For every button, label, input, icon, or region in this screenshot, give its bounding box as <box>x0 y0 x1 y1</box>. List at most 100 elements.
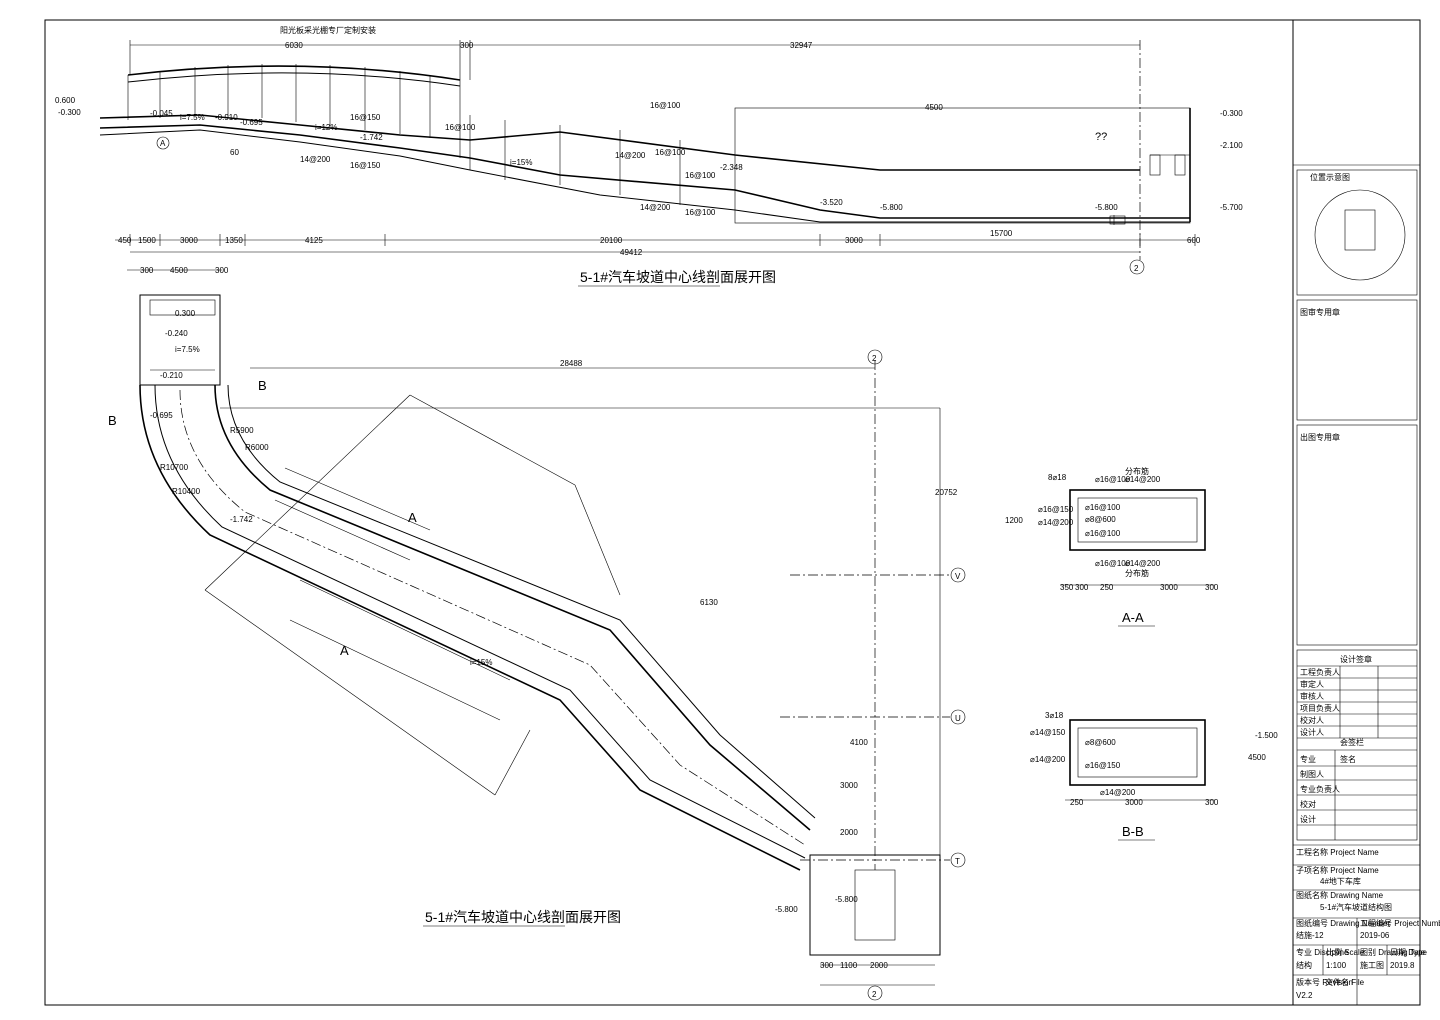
svg-text:R5900: R5900 <box>230 426 254 435</box>
svg-text:V2.2: V2.2 <box>1296 991 1313 1000</box>
svg-text:20752: 20752 <box>935 488 958 497</box>
svg-text:-5.800: -5.800 <box>775 905 798 914</box>
svg-text:16@100: 16@100 <box>650 101 681 110</box>
svg-text:设计人: 设计人 <box>1300 727 1324 737</box>
svg-text:-5.700: -5.700 <box>1220 203 1243 212</box>
svg-text:8⌀18: 8⌀18 <box>1048 473 1067 482</box>
svg-text:-1.742: -1.742 <box>360 133 383 142</box>
svg-text:28488: 28488 <box>560 359 583 368</box>
svg-text:结施-12: 结施-12 <box>1296 930 1324 940</box>
svg-text:工程负责人: 工程负责人 <box>1300 667 1340 677</box>
svg-text:审核人: 审核人 <box>1300 691 1324 701</box>
svg-text:文件名 File: 文件名 File <box>1325 977 1365 987</box>
svg-text:设计签章: 设计签章 <box>1340 654 1372 664</box>
svg-text:16@100: 16@100 <box>655 148 686 157</box>
svg-text:14@200: 14@200 <box>615 151 646 160</box>
section-bb: 3⌀18 ⌀14@150 ⌀8@600 ⌀14@200 ⌀16@150 ⌀14@… <box>1030 711 1278 841</box>
svg-text:-2.100: -2.100 <box>1220 141 1243 150</box>
svg-text:⌀14@200: ⌀14@200 <box>1030 755 1066 764</box>
svg-text:300: 300 <box>1205 583 1219 592</box>
svg-text:??: ?? <box>1095 131 1107 143</box>
svg-text:B: B <box>108 413 117 428</box>
svg-text:16@150: 16@150 <box>350 113 381 122</box>
svg-text:-0.210: -0.210 <box>160 371 183 380</box>
svg-text:分布筋: 分布筋 <box>1125 466 1149 476</box>
svg-text:250: 250 <box>1100 583 1114 592</box>
svg-text:-0.695: -0.695 <box>240 118 263 127</box>
svg-text:-5.800: -5.800 <box>1095 203 1118 212</box>
svg-text:300: 300 <box>140 266 154 275</box>
svg-text:16@100: 16@100 <box>445 123 476 132</box>
svg-text:32947: 32947 <box>790 41 813 50</box>
svg-text:A: A <box>340 643 349 658</box>
svg-text:图纸编号 Drawing Number: 图纸编号 Drawing Number <box>1296 918 1391 928</box>
svg-text:⌀8@600: ⌀8@600 <box>1085 515 1116 524</box>
svg-text:300: 300 <box>1075 583 1089 592</box>
svg-text:B: B <box>258 378 267 393</box>
svg-text:图别 Drawing Type: 图别 Drawing Type <box>1360 948 1428 957</box>
key-plan-ring <box>1314 189 1406 281</box>
svg-text:⌀14@200: ⌀14@200 <box>1038 518 1074 527</box>
ramp-outer-wall <box>139 384 801 871</box>
svg-text:比例 Scale: 比例 Scale <box>1326 947 1365 957</box>
svg-text:1:100: 1:100 <box>1326 961 1347 970</box>
svg-text:位置示意图: 位置示意图 <box>1310 172 1350 182</box>
svg-text:1500: 1500 <box>138 236 156 245</box>
svg-text:T: T <box>955 857 960 866</box>
svg-text:4500: 4500 <box>1248 753 1266 762</box>
svg-text:5-1#汽车坡道结构图: 5-1#汽车坡道结构图 <box>1320 902 1392 912</box>
section-aa-title: A-A <box>1122 610 1144 625</box>
svg-text:子项名称 Project Name: 子项名称 Project Name <box>1296 865 1379 875</box>
svg-text:4500: 4500 <box>925 103 943 112</box>
svg-text:i=12%: i=12% <box>315 123 337 132</box>
svg-text:R6000: R6000 <box>245 443 269 452</box>
svg-text:⌀14@200: ⌀14@200 <box>1125 559 1161 568</box>
svg-text:350: 350 <box>1060 583 1074 592</box>
svg-text:4#地下车库: 4#地下车库 <box>1320 876 1361 886</box>
svg-text:⌀16@100: ⌀16@100 <box>1085 529 1121 538</box>
svg-text:⌀8@600: ⌀8@600 <box>1085 738 1116 747</box>
svg-text:项目负责人: 项目负责人 <box>1300 703 1340 713</box>
svg-text:施工图: 施工图 <box>1360 960 1384 970</box>
svg-text:签名: 签名 <box>1340 754 1356 764</box>
svg-text:校对: 校对 <box>1300 799 1316 809</box>
svg-text:⌀16@100: ⌀16@100 <box>1095 559 1131 568</box>
svg-text:i=7.5%: i=7.5% <box>180 113 205 122</box>
svg-text:出图专用章: 出图专用章 <box>1300 432 1340 442</box>
svg-text:1350: 1350 <box>225 236 243 245</box>
ramp-plan-view: 300 4500 300 0.300 -0.240 -0.210 -0.695 … <box>108 266 966 1001</box>
svg-text:⌀16@100: ⌀16@100 <box>1095 475 1131 484</box>
svg-text:-0.240: -0.240 <box>165 329 188 338</box>
svg-text:U: U <box>955 714 961 723</box>
svg-text:300: 300 <box>820 961 834 970</box>
svg-text:3000: 3000 <box>1160 583 1178 592</box>
svg-text:6130: 6130 <box>700 598 718 607</box>
plan-section-title: 5-1#汽车坡道中心线剖面展开图 <box>425 909 621 925</box>
svg-text:3000: 3000 <box>840 781 858 790</box>
axis-bubble-2-top <box>1129 259 1145 275</box>
svg-text:i=15%: i=15% <box>510 158 532 167</box>
svg-text:审定人: 审定人 <box>1300 679 1324 689</box>
svg-text:16@100: 16@100 <box>685 171 716 180</box>
svg-text:600: 600 <box>1187 236 1201 245</box>
svg-text:⌀14@200: ⌀14@200 <box>1125 475 1161 484</box>
svg-text:校对人: 校对人 <box>1300 715 1324 725</box>
svg-text:1100: 1100 <box>840 961 858 970</box>
svg-text:-0.300: -0.300 <box>1220 109 1243 118</box>
svg-text:i=7.5%: i=7.5% <box>175 345 200 354</box>
svg-text:-0.910: -0.910 <box>215 113 238 122</box>
axis-bubble-2-plan-top <box>867 349 883 365</box>
svg-text:0.300: 0.300 <box>175 309 196 318</box>
svg-text:结构: 结构 <box>1296 960 1312 970</box>
svg-text:-1.742: -1.742 <box>230 515 253 524</box>
axis-bubble-t <box>950 852 966 868</box>
svg-text:V: V <box>955 572 961 581</box>
svg-text:图纸名称 Drawing Name: 图纸名称 Drawing Name <box>1296 890 1384 900</box>
svg-text:16@150: 16@150 <box>350 161 381 170</box>
svg-text:60: 60 <box>230 148 239 157</box>
svg-text:4500: 4500 <box>170 266 188 275</box>
svg-text:R10400: R10400 <box>172 487 201 496</box>
svg-text:4125: 4125 <box>305 236 323 245</box>
svg-text:工程编号 Project Number: 工程编号 Project Number <box>1360 918 1440 928</box>
